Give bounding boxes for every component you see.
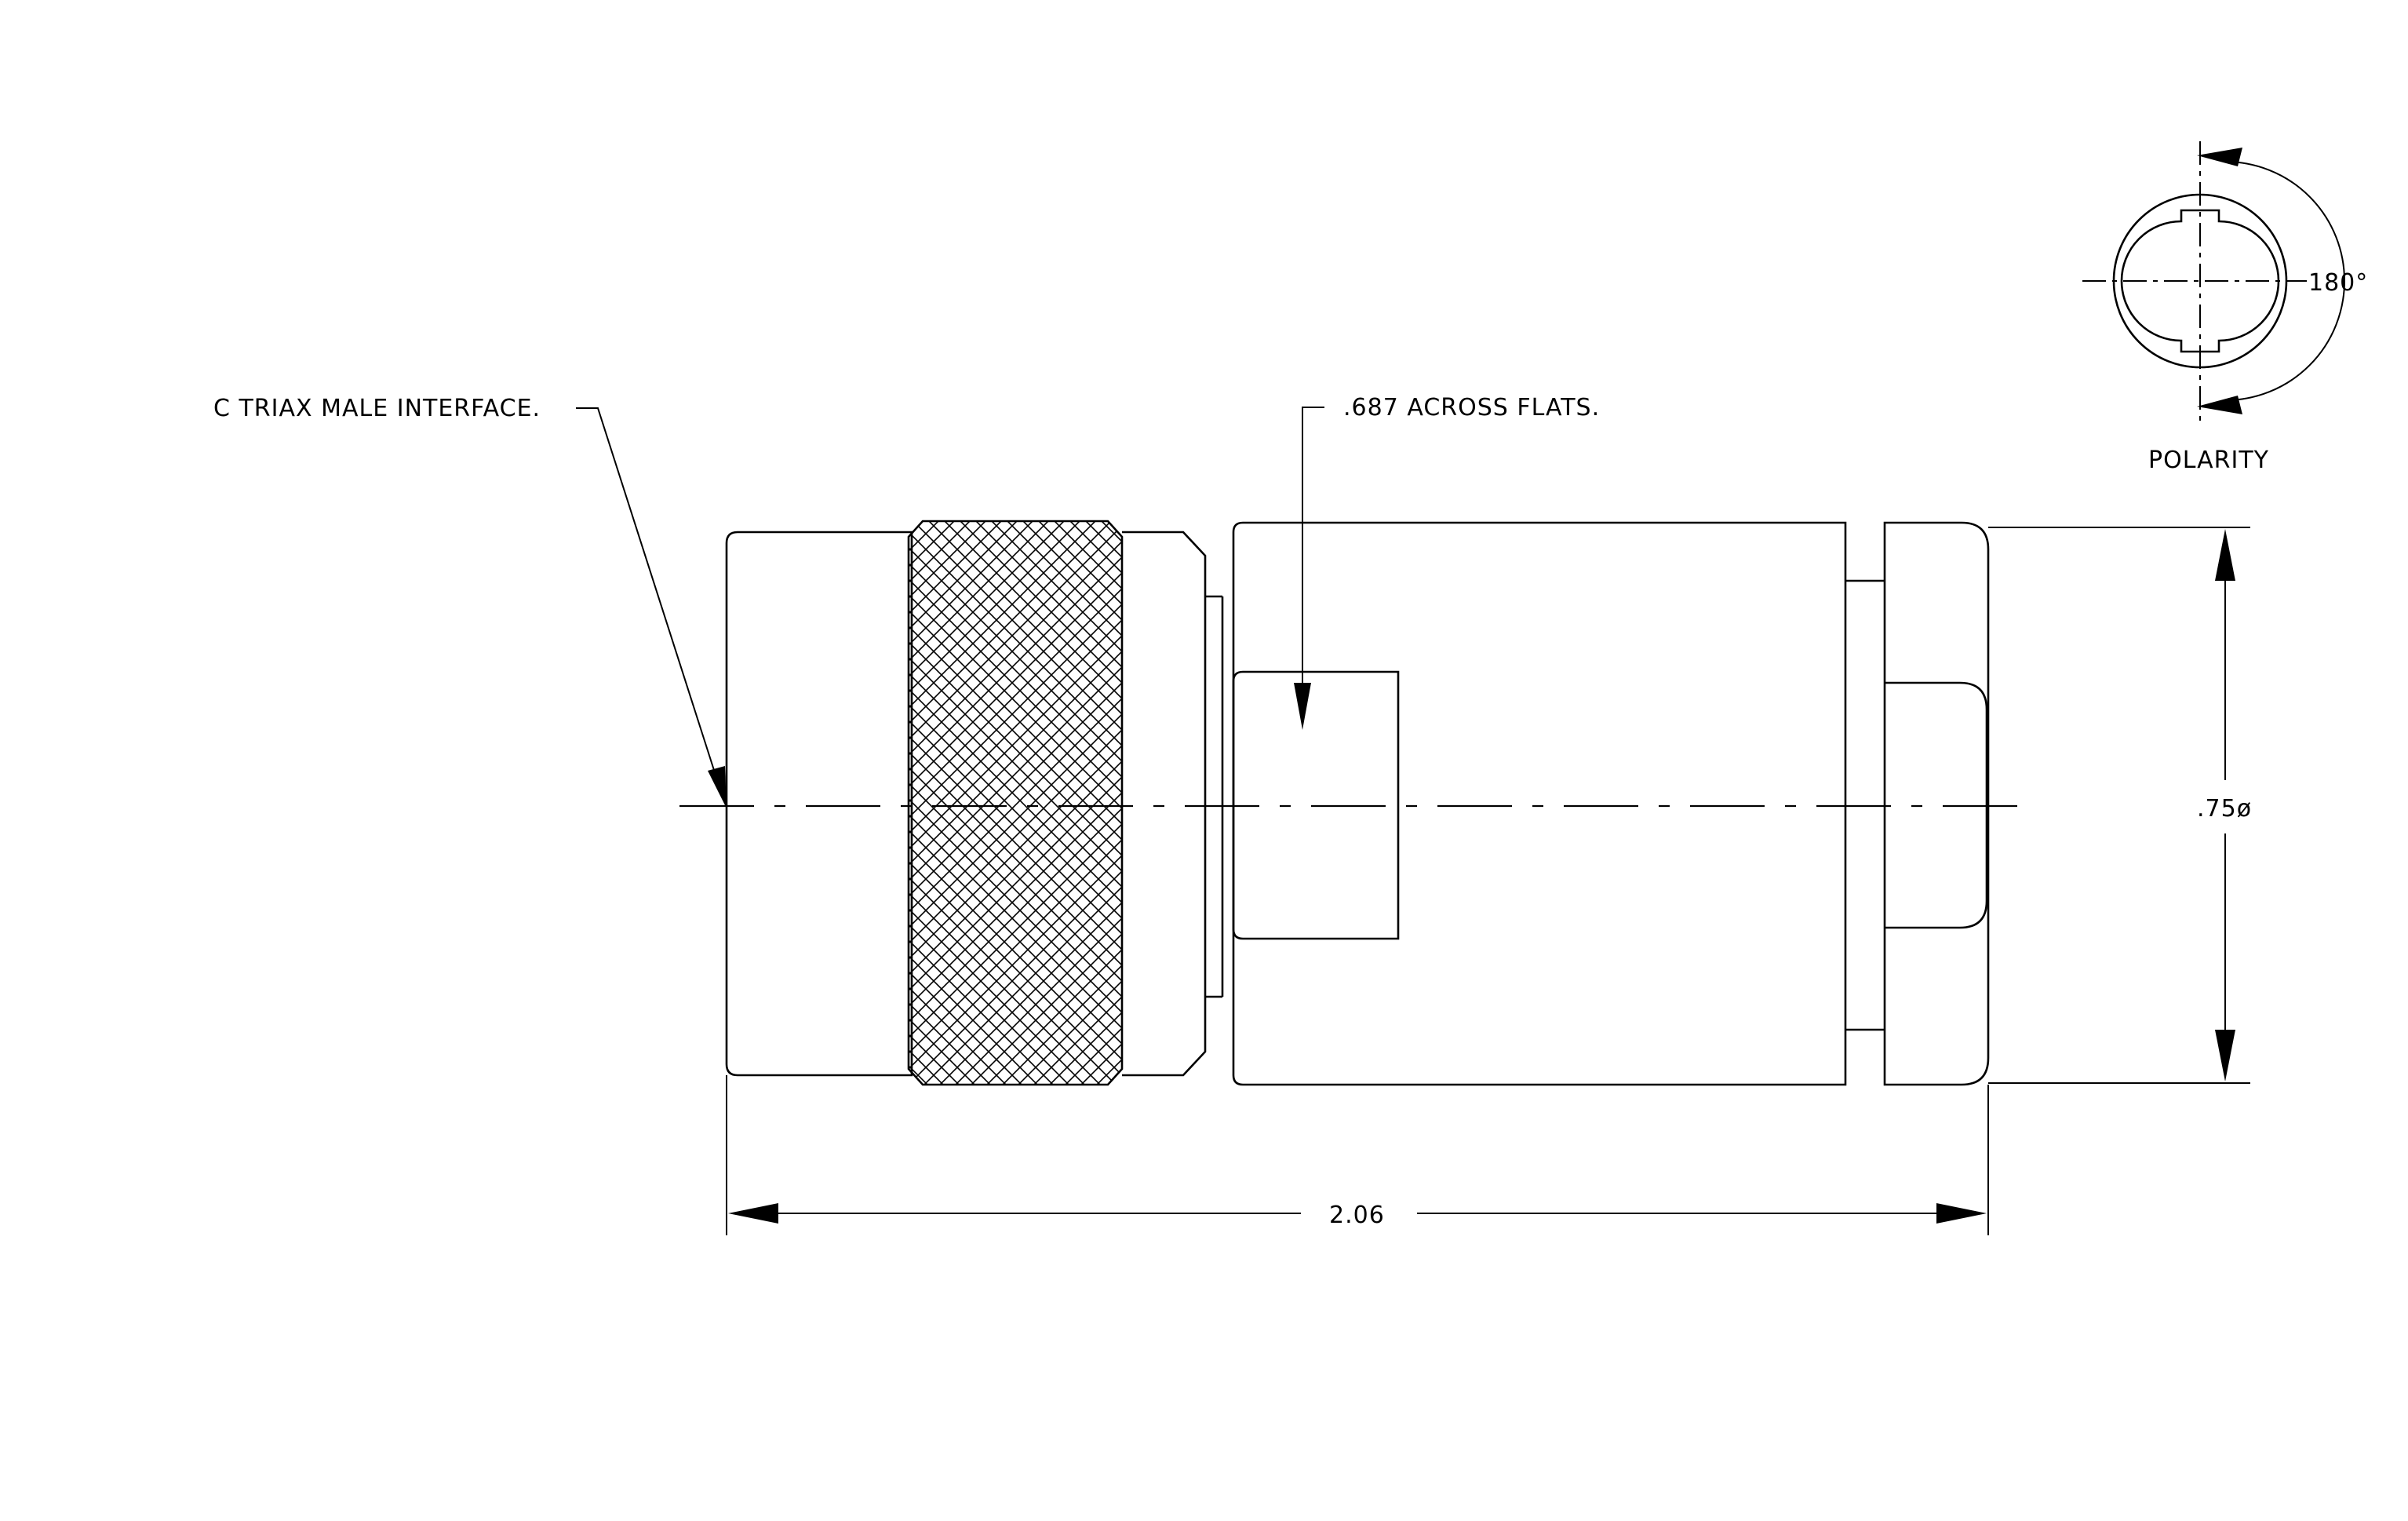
chamfer-collar bbox=[1122, 531, 1224, 1077]
front-shell bbox=[725, 531, 913, 1077]
diameter-dimension bbox=[1988, 527, 2250, 1084]
interface-note: C TRIAX MALE INTERFACE. bbox=[213, 395, 541, 422]
polarity-caption: POLARITY bbox=[2148, 447, 2269, 474]
rear-hex-nut bbox=[1883, 521, 1990, 1086]
polarity-angle: 180° bbox=[2308, 269, 2368, 297]
length-dimension bbox=[726, 1075, 1989, 1235]
interface-leader bbox=[576, 407, 727, 808]
length-dim: 2.06 bbox=[1329, 1202, 1385, 1229]
neck bbox=[1845, 579, 1885, 1031]
flats-note: .687 ACROSS FLATS. bbox=[1343, 394, 1600, 421]
main-body bbox=[1232, 521, 1847, 1086]
knurled-ring bbox=[907, 520, 1124, 1086]
flats-leader bbox=[1294, 407, 1324, 730]
diameter-dim: .75ø bbox=[2197, 795, 2252, 823]
polarity-view bbox=[2082, 141, 2345, 424]
